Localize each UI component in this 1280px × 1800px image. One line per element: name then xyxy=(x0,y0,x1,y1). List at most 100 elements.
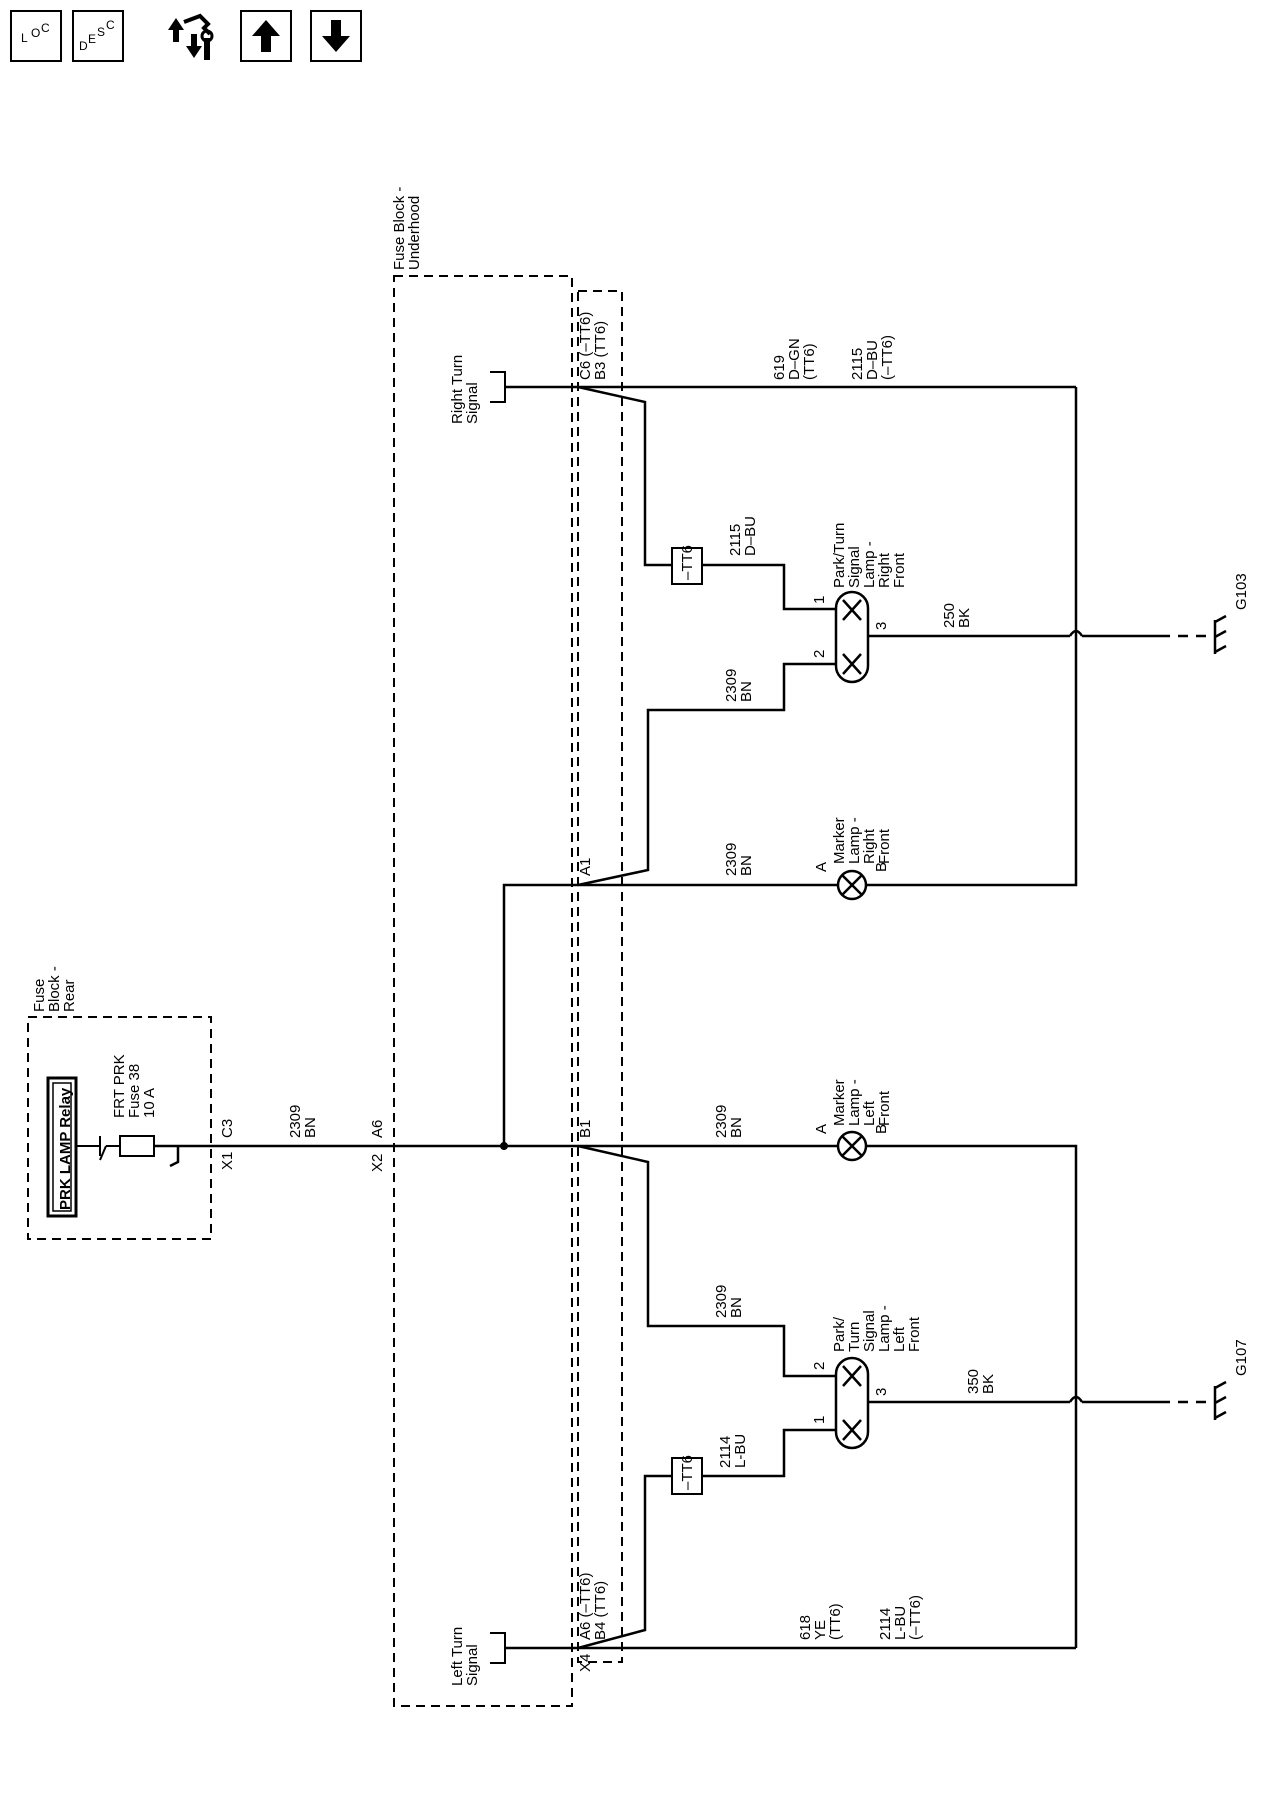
pin-2-left: 2 xyxy=(811,1362,828,1370)
label-line: Lamp - xyxy=(861,541,878,588)
wire-2115-dbu xyxy=(702,563,836,611)
label-line: Front xyxy=(876,828,893,864)
tt6-option-box xyxy=(577,290,623,1663)
loc-button[interactable]: L O C xyxy=(10,10,62,62)
connector-x1-label: X1 xyxy=(219,1152,236,1170)
arrow-down-icon xyxy=(322,20,350,52)
wire-618-label: 618 YE (TT6) xyxy=(797,1603,844,1640)
label-line: Underhood xyxy=(406,196,423,270)
label-line: (–TT6) xyxy=(879,335,896,380)
label-line: Park/ xyxy=(831,1316,848,1352)
pin-b-right: B xyxy=(873,862,890,872)
label-line: Front xyxy=(891,552,908,588)
label-line: Signal xyxy=(861,1310,878,1352)
wire-2114-bottom-label: 2114 L-BU (–TT6) xyxy=(877,1595,924,1640)
connector-tool-button[interactable] xyxy=(160,8,220,66)
relay-label: PRK LAMP Relay xyxy=(57,1087,74,1210)
desc-letter: S xyxy=(97,25,105,39)
park-turn-lamp-right-filaments xyxy=(842,599,862,675)
label-line: B3 (TT6) xyxy=(592,321,609,380)
connector-c3-x1 xyxy=(154,1144,180,1168)
label-line: Turn xyxy=(846,1322,863,1352)
pin-b-left: B xyxy=(873,1124,890,1134)
label-line: Signal xyxy=(464,1644,481,1686)
connector-b1-label: B1 xyxy=(577,1120,594,1138)
label-line: 2309 xyxy=(723,669,740,702)
wire-2309-marker-left-label: 2309 BN xyxy=(713,1105,745,1138)
label-line: Marker xyxy=(831,817,848,864)
label-line: BN xyxy=(738,855,755,876)
label-line: 2114 xyxy=(877,1608,894,1640)
arrow-down-button[interactable] xyxy=(310,10,362,62)
label-line: 2115 xyxy=(727,524,744,556)
connector-a6-label: A6 xyxy=(369,1120,386,1138)
label-line: Signal xyxy=(464,382,481,424)
pin-3-left: 3 xyxy=(873,1388,890,1396)
label-line: Marker xyxy=(831,1079,848,1126)
wire-350-crossover xyxy=(1068,1395,1084,1403)
connector-tool-icon xyxy=(168,13,214,60)
wire-619-label: 619 D–GN (TT6) xyxy=(771,338,818,380)
loc-letter: L xyxy=(21,31,28,45)
wire-2114-label: 2114 L-BU xyxy=(717,1434,749,1468)
desc-button[interactable]: D E S C xyxy=(72,10,124,62)
label-line: BK xyxy=(956,608,973,628)
label-line: A6 (–TT6) xyxy=(577,1572,594,1640)
desc-letter: D xyxy=(79,39,88,53)
wire-2309-right-park-label: 2309 BN xyxy=(723,669,755,702)
label-line: Right xyxy=(861,828,878,864)
park-turn-lamp-left-filaments xyxy=(842,1365,862,1441)
label-line: 2115 xyxy=(849,348,866,380)
label-line: Right Turn xyxy=(449,355,466,424)
label-line: Front xyxy=(906,1316,923,1352)
label-line: 250 xyxy=(941,603,958,628)
marker-lamp-right-filament xyxy=(841,874,863,896)
park-turn-lamp-right xyxy=(834,590,870,684)
wire-2309-left-park xyxy=(577,1144,836,1378)
marker-right-label: Marker Lamp - Right Front xyxy=(831,817,893,864)
loc-button-icon: L O C xyxy=(21,21,50,45)
wire-350-label: 350 BK xyxy=(965,1369,997,1394)
connector-c3-label: C3 xyxy=(219,1119,236,1138)
marker-lamp-left-filament xyxy=(841,1135,863,1157)
label-line: 619 xyxy=(771,355,788,380)
ground-g107-label: G107 xyxy=(1233,1339,1250,1376)
connector-right-top-label: C6 (–TT6) B3 (TT6) xyxy=(577,312,609,380)
connector-left-bottom-label: A6 (–TT6) B4 (TT6) xyxy=(577,1572,609,1640)
loc-letter: O xyxy=(31,26,40,40)
label-line: (TT6) xyxy=(827,1603,844,1640)
fuse-label: FRT PRK Fuse 38 10 A xyxy=(111,1054,158,1118)
wire-2309-marker-right-label: 2309 BN xyxy=(723,843,755,876)
arrow-up-button[interactable] xyxy=(240,10,292,62)
label-line: C6 (–TT6) xyxy=(577,312,594,380)
label-line: BN xyxy=(728,1117,745,1138)
label-line: Lamp - xyxy=(846,817,863,864)
label-line: FRT PRK xyxy=(111,1054,128,1118)
wire-right-turn-2115 xyxy=(505,385,672,567)
label-line: BN xyxy=(302,1117,319,1138)
connector-x2-label: X2 xyxy=(369,1154,386,1172)
pin-a-left: A xyxy=(813,1124,830,1134)
label-line: Lamp - xyxy=(846,1079,863,1126)
label-line: Right xyxy=(876,552,893,588)
label-line: 618 xyxy=(797,1615,814,1640)
arrow-up-icon xyxy=(252,20,280,52)
tt6-box-right xyxy=(671,547,703,585)
pin-1-right: 1 xyxy=(811,596,828,604)
pin-a-right: A xyxy=(813,862,830,872)
wire-2309-right-park xyxy=(577,662,836,887)
ground-g103-label: G103 xyxy=(1233,573,1250,610)
ground-g107-symbol xyxy=(1213,1380,1227,1420)
label-line: (–TT6) xyxy=(907,1595,924,1640)
prk-lamp-relay-inner xyxy=(52,1082,72,1212)
left-turn-signal-connector xyxy=(490,1632,506,1664)
pin-2-right: 2 xyxy=(811,650,828,658)
desc-letter: E xyxy=(88,32,96,46)
marker-left-label: Marker Lamp - Left Front xyxy=(831,1079,893,1126)
desc-button-icon: D E S C xyxy=(79,18,115,53)
tt6-box-right-label: –TT6 xyxy=(679,545,696,580)
pin-3-right: 3 xyxy=(873,622,890,630)
label-line: L-BU xyxy=(732,1434,749,1468)
connector-x4-label: X4 xyxy=(577,1654,594,1672)
